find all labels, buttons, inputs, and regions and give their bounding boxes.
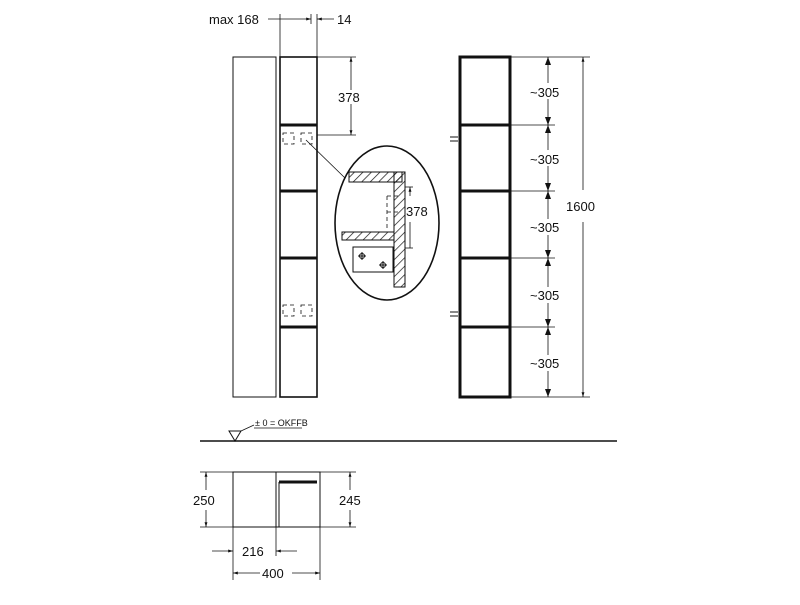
door-thickness-label: 14 [337, 12, 351, 27]
plan-total-dimension [233, 527, 321, 580]
max-depth-label: max 168 [209, 12, 259, 27]
plan-depth-left-label: 250 [193, 493, 215, 508]
detail-dimension [405, 186, 413, 249]
top-vertical-dimension [317, 56, 356, 136]
detail-side-panel [393, 171, 406, 288]
spacing-label-4: ~305 [530, 288, 559, 303]
spacing-label-5: ~305 [530, 356, 559, 371]
plan-inner-width-label: 216 [242, 544, 264, 559]
plan-total-width-label: 400 [262, 566, 284, 581]
hidden-brackets [282, 132, 313, 317]
spacing-label-bg [528, 287, 570, 303]
plan-right-dimension [320, 471, 356, 528]
floor-ref-label: ± 0 = OKFFB [255, 418, 308, 428]
detail-dim-label: 378 [406, 204, 428, 219]
total-height-label: 1600 [566, 199, 595, 214]
detail-lower-shelf [341, 231, 395, 241]
spacing-label-bg [528, 219, 570, 235]
spacing-label-2: ~305 [530, 152, 559, 167]
front-view: ~305 ~305 ~305 ~305 ~305 1600 [450, 55, 595, 399]
plan-door [275, 471, 321, 528]
top-dim-label: 378 [338, 90, 360, 105]
screw-hole-icon [358, 252, 387, 269]
front-frame [458, 55, 512, 399]
spacing-label-bg [528, 355, 570, 371]
plan-depth-right-label: 245 [339, 493, 361, 508]
detail-leader-line [305, 139, 346, 179]
side-view: max 168 14 378 [209, 12, 360, 398]
floor-reference: ± 0 = OKFFB [200, 418, 617, 442]
spacing-label-bg [528, 83, 570, 99]
depth-dimension [268, 14, 334, 57]
side-panel [232, 56, 277, 398]
shelf-column [279, 56, 318, 398]
detail-callout: 378 [334, 145, 440, 301]
detail-ellipse [334, 145, 440, 301]
plan-view: 250 245 216 400 [193, 471, 361, 581]
floor-leader [240, 424, 255, 432]
spacing-label-1: ~305 [530, 85, 559, 100]
detail-hidden-lines [386, 195, 398, 230]
front-shelves [460, 123, 510, 329]
level-triangle-icon [228, 430, 242, 442]
spacing-label-3: ~305 [530, 220, 559, 235]
side-shelves [280, 123, 317, 329]
spacing-dimension-lines [510, 56, 590, 398]
plan-inner-dimension [212, 527, 297, 580]
plan-left-dimension [200, 471, 233, 528]
spacing-label-bg [528, 150, 570, 166]
mount-marks [450, 136, 458, 317]
detail-bracket [352, 246, 394, 273]
plan-body [232, 471, 277, 528]
